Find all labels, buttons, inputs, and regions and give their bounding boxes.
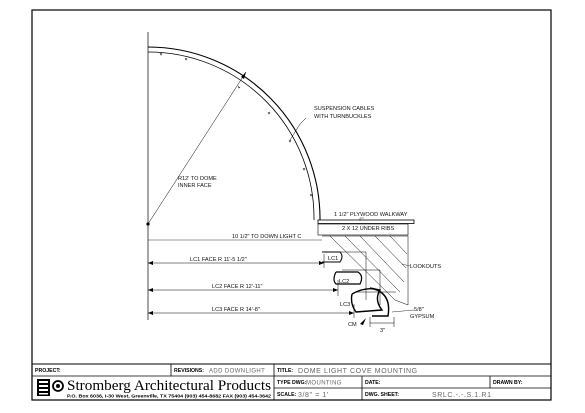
lc2-profile: [333, 271, 363, 285]
suspension-note-line2: WITH TURNBUCKLES: [314, 114, 372, 120]
title-block: PROJECT: REVISIONS: ADD DOWNLIGHT TITLE:…: [31, 363, 552, 401]
lc-origin-arrow-3: [148, 311, 153, 315]
lc1-profile: [322, 251, 343, 263]
type-dwg-label: TYPE DWG:: [277, 380, 307, 386]
width-dim-text: 3": [380, 328, 385, 334]
scale-label: SCALE:: [277, 392, 297, 398]
radius-arrow: [241, 72, 246, 79]
company-address: P.O. Box 6036, I-30 West, Greenville, TX…: [67, 394, 272, 399]
gypsum-leader: [391, 309, 415, 313]
lc-origin-arrow-1: [148, 261, 153, 265]
suspension-note-line1: SUSPENSION CABLES: [314, 106, 375, 112]
dome-outer-arc: [147, 46, 321, 222]
suspension-leader: [289, 117, 307, 141]
date-label: DATE:: [365, 380, 381, 386]
downlight-note: 10 1/2" TO DOWN LIGHT C: [232, 234, 301, 240]
gypsum-note-line1: 5/8": [414, 307, 424, 313]
type-dwg-value: MOUNTING: [306, 381, 342, 387]
company-name: Stromberg Architectural Products: [67, 378, 271, 394]
dome-inner-detail: [159, 52, 313, 197]
title-value: DOME LIGHT COVE MOUNTING: [298, 368, 418, 375]
project-label: PROJECT:: [35, 368, 61, 374]
cove-framing: [322, 235, 409, 306]
cove-molding: [369, 287, 390, 317]
lc3-face-dimension: LC3 FACE R 14'-8": [212, 307, 260, 313]
cm-tag: CM: [348, 322, 357, 328]
lc1-tag: LC1: [328, 256, 338, 262]
lc2-arrow: [333, 288, 338, 292]
cm-arrow: [360, 318, 366, 325]
plywood-walkway: [317, 219, 415, 224]
lc-radius-dimensions: [148, 254, 355, 318]
ribs-note: 2 X 12 UNDER RIBS: [342, 226, 394, 232]
walkway-note: 1 1/2" PLYWOOD WALKWAY: [334, 212, 408, 218]
lc-origin-arrow-2: [148, 288, 153, 292]
lookouts-leader: [401, 263, 411, 267]
lc3-profile: [350, 287, 384, 313]
drawing-area: SUSPENSION CABLES WITH TURNBUCKLES R12' …: [146, 32, 441, 334]
rib-2x12: [317, 223, 409, 236]
lc1-face-dimension: LC1 FACE R 11'-5 1/2": [190, 257, 247, 263]
dome-inner-arc: [147, 51, 315, 221]
lc3-arrow: [349, 311, 354, 315]
revisions-label: REVISIONS:: [174, 368, 204, 374]
lookouts-note: LOOKOUTS: [410, 264, 441, 270]
radius-note-line2: INNER FACE: [178, 183, 212, 189]
gypsum-note-line2: GYPSUM: [410, 314, 435, 320]
company-logo: [37, 379, 64, 396]
lc2-face-dimension: LC2 FACE R 12'-11": [212, 284, 263, 290]
revisions-value: ADD DOWNLIGHT: [209, 369, 265, 375]
radius-leader: [147, 71, 247, 225]
lc1-arrow: [319, 261, 324, 265]
lc3-tag: LC3: [340, 302, 350, 308]
title-label: TITLE:: [277, 368, 293, 374]
sheet-border: [31, 9, 552, 401]
drawn-by-label: DRAWN BY:: [493, 380, 523, 386]
scale-value: 3/8" = 1': [298, 392, 329, 399]
dwg-sheet-value: SRLC.-.-.S.1.R1: [432, 392, 492, 399]
radius-note-line1: R12' TO DOME: [178, 176, 217, 182]
dwg-sheet-label: DWG. SHEET:: [365, 392, 399, 398]
lc2-tag: LC2: [339, 279, 349, 285]
